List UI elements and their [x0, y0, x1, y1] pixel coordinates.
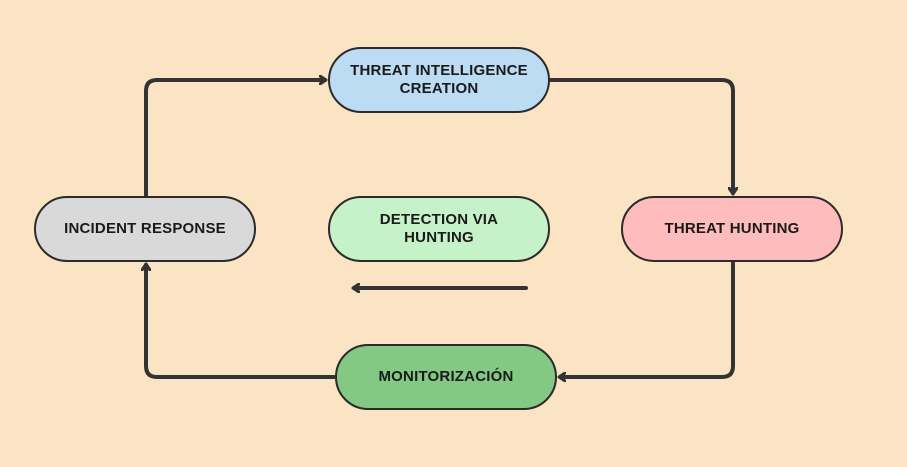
- node-incident-response: INCIDENT RESPONSE: [34, 196, 256, 262]
- node-threat-hunting: THREAT HUNTING: [621, 196, 843, 262]
- node-label: THREAT INTELLIGENCE CREATION: [350, 62, 528, 97]
- arrow-hunting-to-monitor: [560, 261, 735, 377]
- node-label: INCIDENT RESPONSE: [64, 220, 226, 237]
- arrow-monitor-to-incident: [146, 265, 336, 379]
- arrow-incident-to-threat-intel: [144, 80, 325, 197]
- node-detection-via-hunting: DETECTION VIA HUNTING: [328, 196, 550, 262]
- node-label: DETECTION VIA HUNTING: [379, 211, 499, 246]
- node-label: MONITORIZACIÓN: [378, 368, 514, 385]
- node-label: THREAT HUNTING: [664, 220, 800, 237]
- arrow-threat-intel-to-hunting: [549, 78, 733, 193]
- node-monitorizacion: MONITORIZACIÓN: [335, 344, 557, 410]
- node-threat-intelligence-creation: THREAT INTELLIGENCE CREATION: [328, 47, 550, 113]
